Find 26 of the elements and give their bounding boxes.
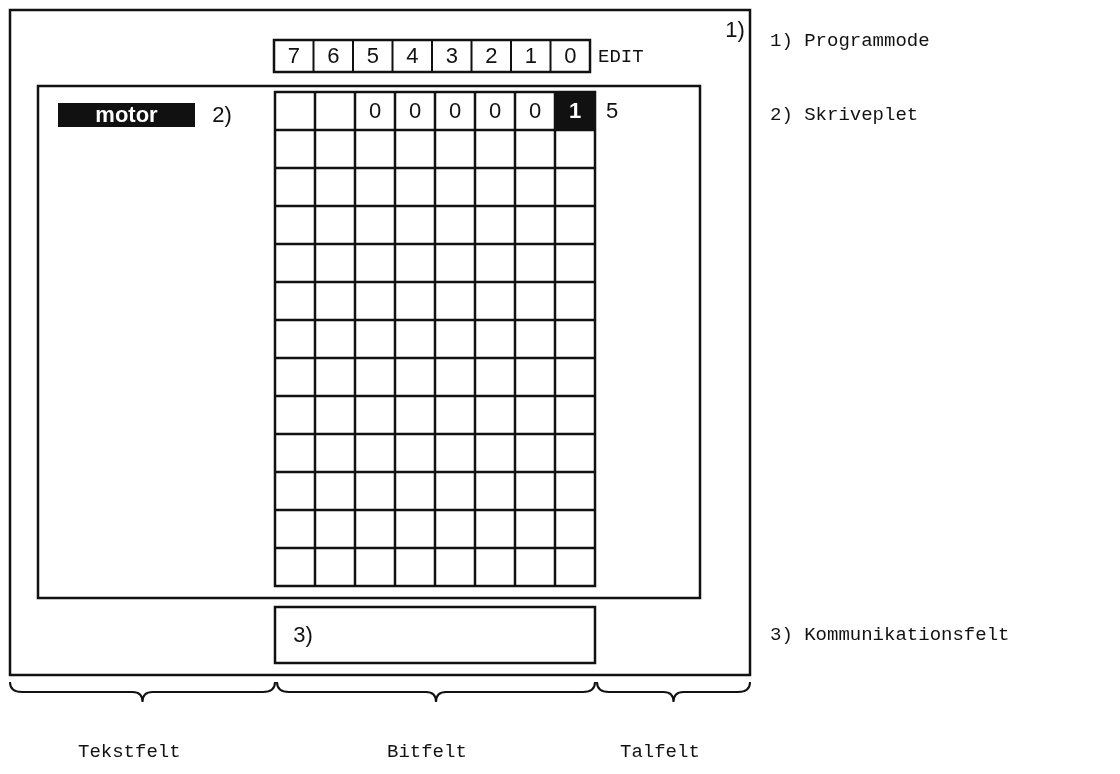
column-number: 2 <box>484 42 499 70</box>
legend-note: 1) Programmode <box>770 29 931 54</box>
field-name: Talfelt <box>620 740 701 765</box>
name-tag: motor <box>58 103 195 127</box>
bit-cell-text: 0 <box>487 97 503 125</box>
decimal-value: 5 <box>604 97 620 125</box>
column-number: 7 <box>286 42 301 70</box>
bit-cell-text: 0 <box>407 97 423 125</box>
field-name: Tekstfelt <box>78 740 182 765</box>
bit-cell-text: 0 <box>367 97 383 125</box>
callout-number: 2) <box>211 103 233 127</box>
callout-number: 1) <box>724 18 746 42</box>
column-number: 4 <box>405 42 420 70</box>
legend-note: 2) Skriveplet <box>770 103 920 128</box>
column-number: 6 <box>326 42 341 70</box>
field-name: Bitfelt <box>387 740 468 765</box>
callout-number: 3) <box>292 622 314 648</box>
legend-note: 3) Kommunikationsfelt <box>770 623 1011 648</box>
mode-indicator: EDIT <box>598 45 645 70</box>
bit-cell-text: 0 <box>527 97 543 125</box>
bit-cell: 1 <box>555 92 595 130</box>
column-number: 1 <box>523 42 538 70</box>
bit-cell-text: 0 <box>447 97 463 125</box>
column-number: 5 <box>365 42 380 70</box>
column-number: 3 <box>444 42 459 70</box>
column-number: 0 <box>563 42 578 70</box>
